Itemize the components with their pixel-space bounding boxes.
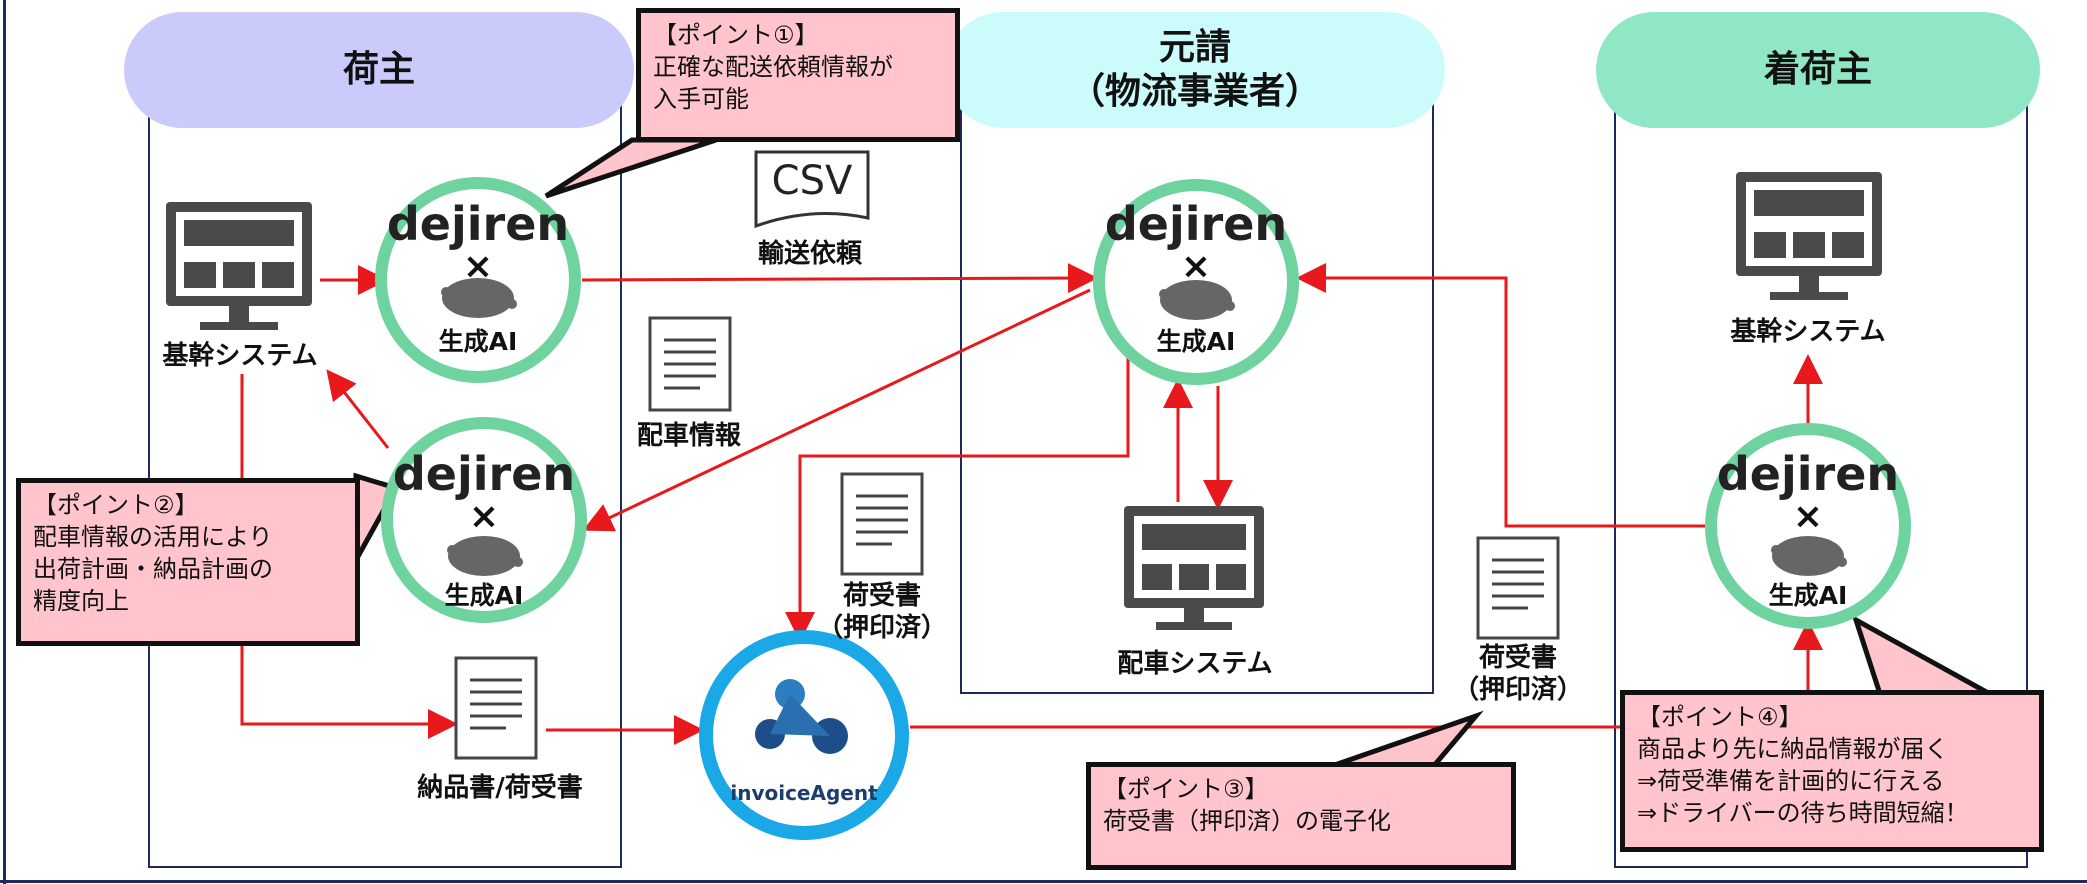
caption-dispatch-system: 配車システム (1117, 649, 1273, 679)
caption-dispatch-info: 配車情報 (636, 421, 741, 451)
callout3-pointer (1325, 710, 1484, 771)
caption-receipt-mid: 荷受書 （押印済） (812, 580, 952, 644)
invoice-agent-node: invoiceAgent (699, 630, 909, 840)
header-contractor-label: 元請 (1158, 27, 1231, 68)
csv-badge: CSV (771, 158, 853, 204)
ai-node-contractor: dejiren × 生成AI (1093, 179, 1299, 385)
brain-icon (1159, 280, 1235, 320)
invoice-agent-label: invoiceAgent (730, 781, 878, 805)
ai-node-consignee: dejiren × 生成AI (1705, 423, 1911, 629)
caption-core-system-shipper: 基幹システム (162, 341, 318, 371)
header-shipper: 荷主 (124, 12, 634, 128)
dejiren-label: dejiren (1105, 197, 1287, 251)
document-icon-receipt-mid (840, 472, 924, 576)
cross-label: × (1793, 496, 1823, 537)
arrow-ai-contractor-to-invoice (785, 348, 1130, 642)
frame-bottom-line (0, 880, 2087, 883)
caption-receipt-right-line1: 荷受書 (1478, 643, 1557, 673)
callout1-pointer (544, 137, 717, 199)
header-contractor-sublabel: （物流事業者） (1068, 71, 1321, 112)
caption-receipt-right-line2: （押印済） (1452, 675, 1583, 705)
callout-point4-title: 【ポイント④】 (1637, 703, 1803, 731)
callout-point4-line3: ⇒ドライバーの待ち時間短縮！ (1637, 799, 1969, 827)
brain-icon (1771, 536, 1847, 576)
ai-node-shipper-bottom: dejiren × 生成AI (381, 417, 587, 623)
callout-point3: 【ポイント③】 荷受書（押印済）の電子化 (1086, 762, 1516, 870)
invoice-agent-logo-icon (755, 679, 848, 754)
document-icon-delivery (454, 656, 538, 760)
frame-left-line (3, 0, 6, 884)
cross-label: × (469, 496, 499, 537)
dejiren-label: dejiren (393, 447, 575, 501)
gen-ai-label: 生成AI (439, 327, 518, 356)
lane-consignee (1614, 100, 2028, 868)
document-icon-dispatch-info (648, 316, 732, 412)
caption-delivery-doc: 納品書/荷受書 (417, 773, 583, 803)
brain-icon (441, 278, 517, 318)
callout-point4-line1: 商品より先に納品情報が届く (1637, 735, 1949, 763)
gen-ai-label: 生成AI (445, 581, 524, 610)
callout-point4: 【ポイント④】 商品より先に納品情報が届く ⇒荷受準備を計画的に行える ⇒ドライ… (1620, 690, 2044, 852)
caption-receipt-mid-line2: （押印済） (816, 613, 947, 643)
header-consignee-label: 着荷主 (1763, 49, 1872, 90)
callout-point2: 【ポイント②】 配車情報の活用により 出荷計画・納品計画の 精度向上 (16, 478, 360, 646)
callout-point3-title: 【ポイント③】 (1103, 775, 1269, 803)
csv-document-icon (754, 150, 870, 229)
caption-transport-request: 輸送依頼 (757, 239, 862, 269)
callout-point2-line3: 精度向上 (33, 587, 129, 615)
header-shipper-label: 荷主 (342, 49, 415, 90)
caption-core-system-consignee: 基幹システム (1730, 317, 1886, 347)
arrow-ai-contractor-to-ai2 (582, 288, 1091, 532)
dejiren-label: dejiren (387, 197, 569, 251)
monitor-icon-consignee-core (1736, 172, 1882, 300)
callout-point1-line1: 正確な配送依頼情報が (653, 53, 893, 81)
callout-point1-title: 【ポイント①】 (653, 21, 819, 49)
callout-point4-line2: ⇒荷受準備を計画的に行える (1637, 767, 1945, 795)
header-contractor: 元請 （物流事業者） (945, 12, 1445, 128)
gen-ai-label: 生成AI (1157, 327, 1236, 356)
dejiren-label: dejiren (1717, 447, 1899, 501)
callout-point2-title: 【ポイント②】 (33, 491, 199, 519)
callout-point3-line1: 荷受書（押印済）の電子化 (1103, 807, 1391, 835)
callout4-pointer (1851, 614, 1992, 697)
monitor-icon-dispatch (1124, 506, 1264, 630)
callout-point1: 【ポイント①】 正確な配送依頼情報が 入手可能 (636, 8, 960, 142)
lane-contractor (960, 100, 1434, 694)
callout-point2-line2: 出荷計画・納品計画の (33, 555, 273, 583)
arrow-ai1-to-ai-contractor (581, 263, 1098, 294)
document-icon-receipt-right (1476, 536, 1560, 640)
arrow-ai2-to-core (326, 369, 390, 449)
gen-ai-label: 生成AI (1769, 581, 1848, 610)
callout-point1-line2: 入手可能 (653, 85, 749, 113)
caption-receipt-mid-line1: 荷受書 (842, 581, 921, 611)
callout-point2-line1: 配車情報の活用により (33, 523, 273, 551)
header-consignee: 着荷主 (1596, 12, 2040, 128)
monitor-icon-shipper-core (166, 202, 312, 330)
brain-icon (447, 536, 523, 576)
caption-receipt-right: 荷受書 （押印済） (1448, 642, 1588, 706)
arrow-consignee-ai-to-contractor-ai (1296, 263, 1708, 528)
ai-node-shipper-top: dejiren × 生成AI (375, 177, 581, 383)
